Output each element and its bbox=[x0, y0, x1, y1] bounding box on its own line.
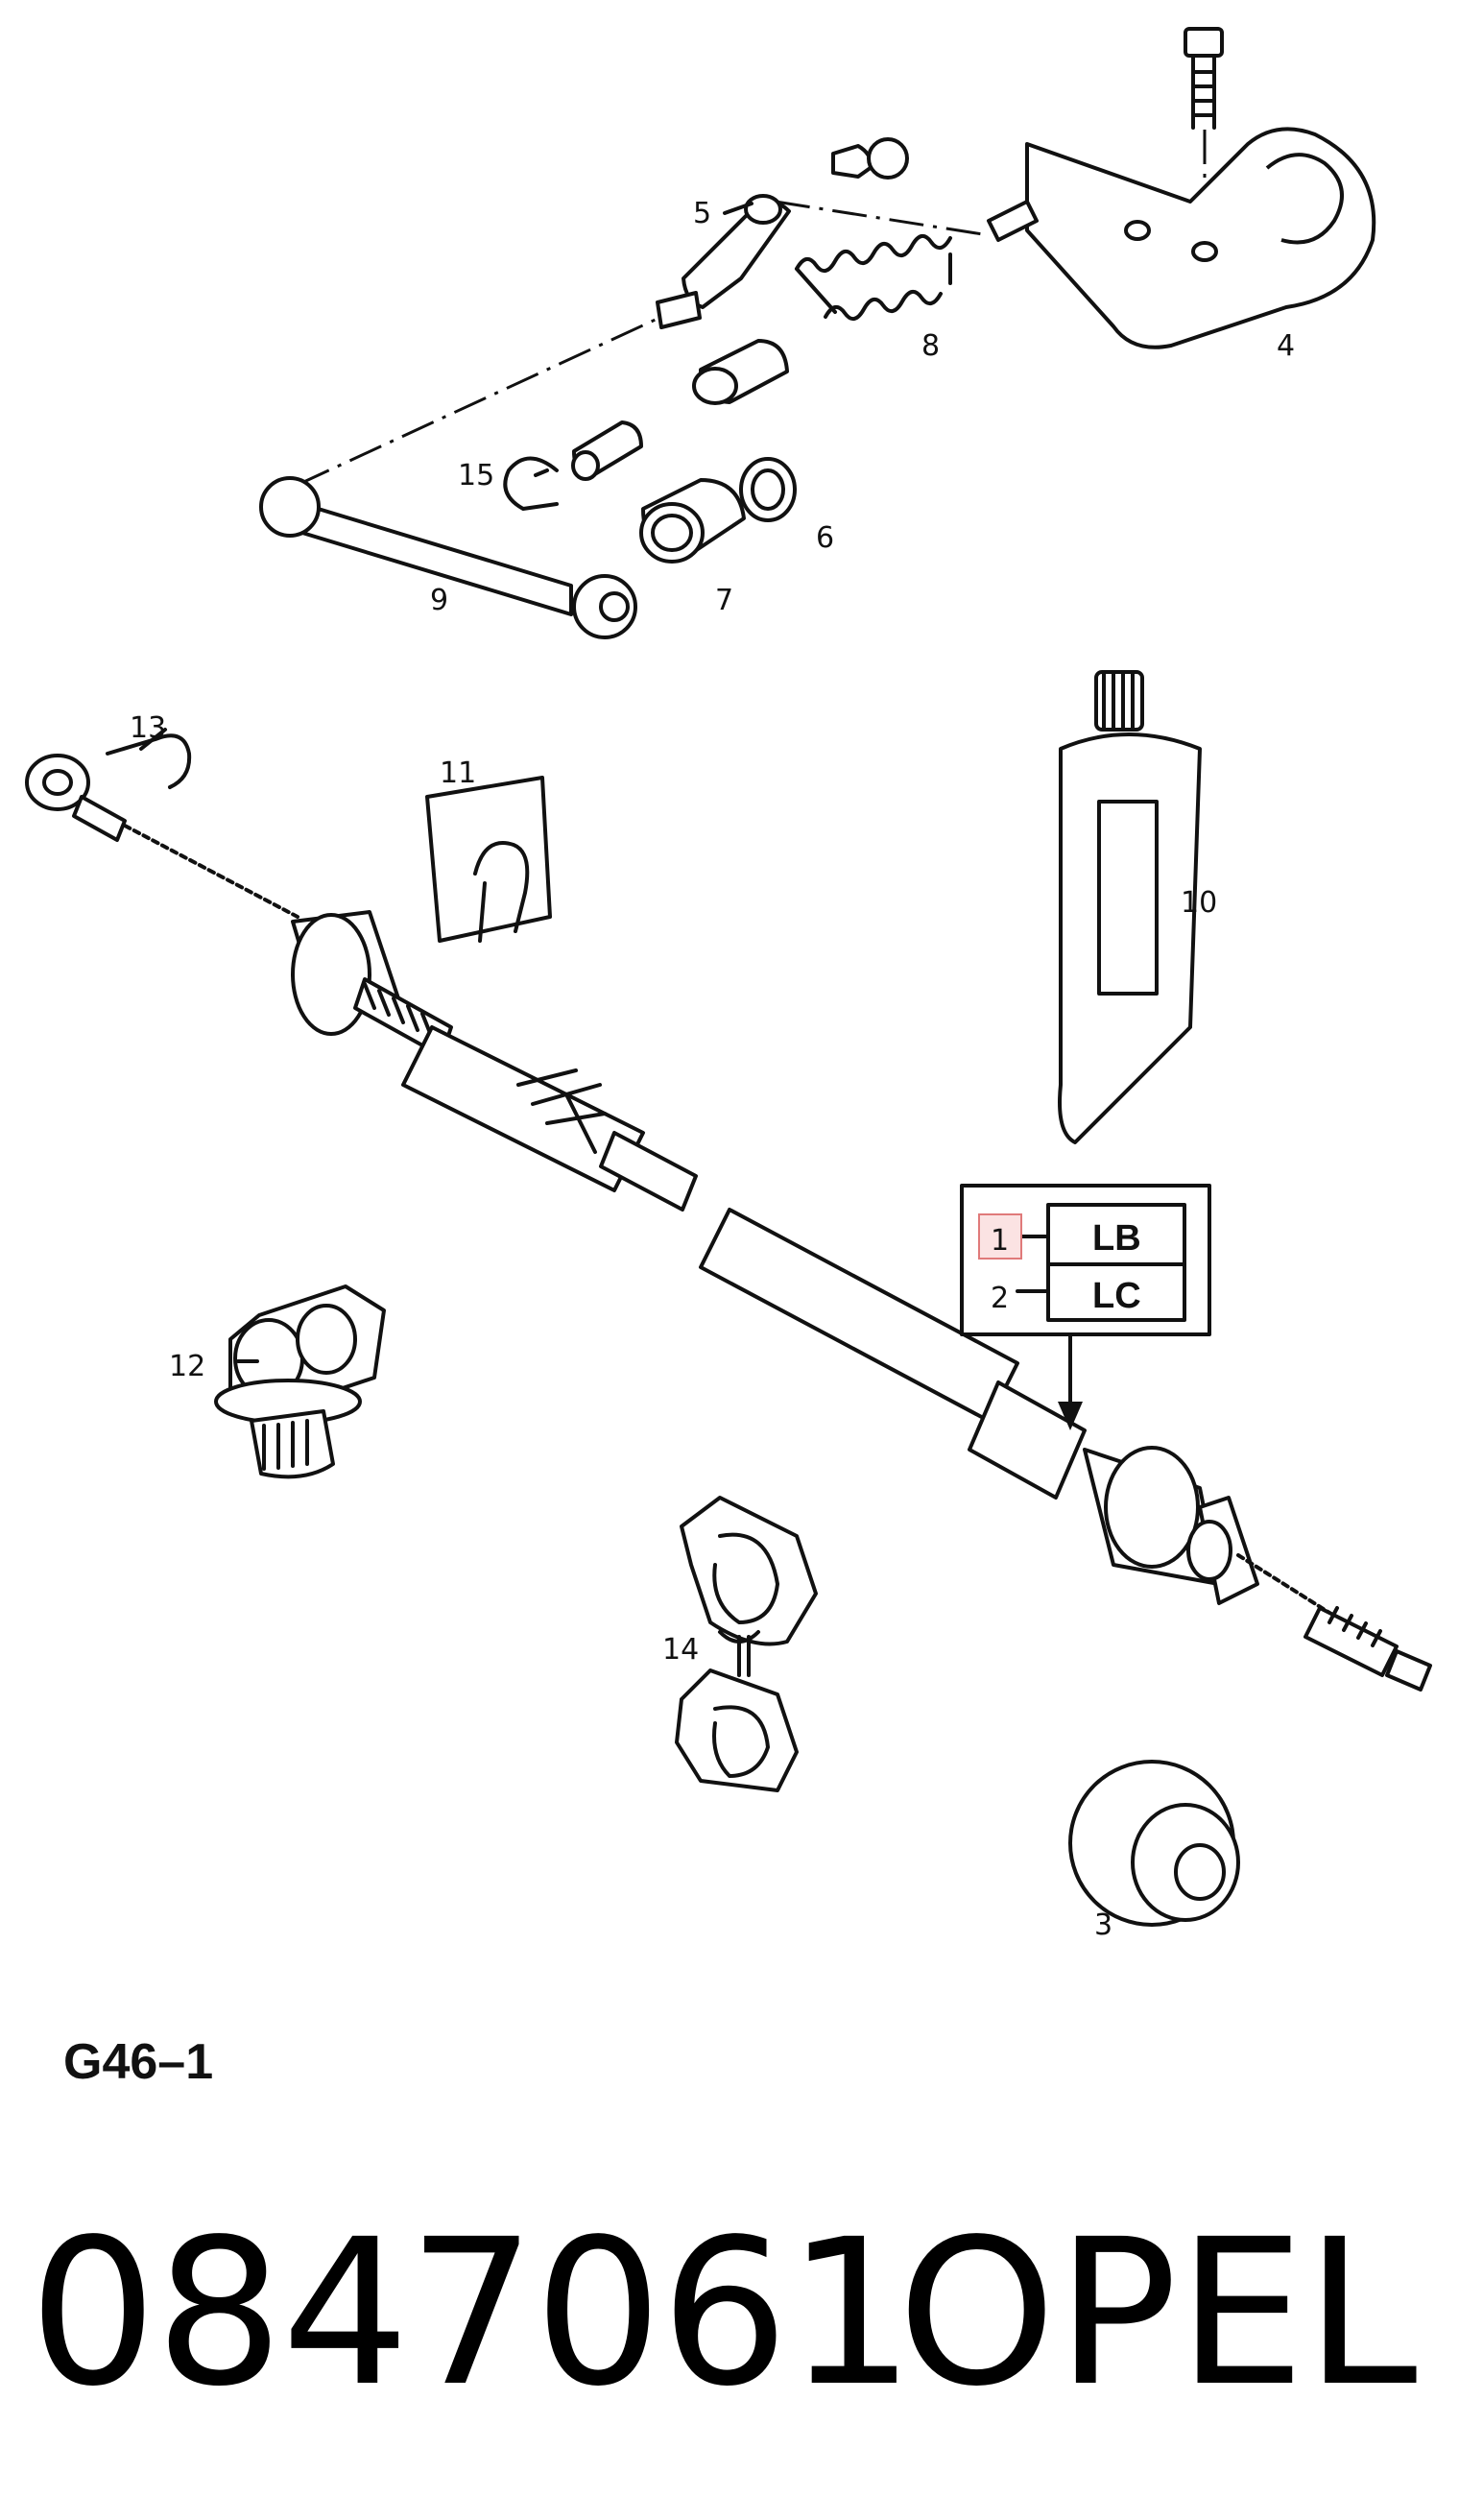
callout-8: 8 bbox=[921, 329, 940, 363]
part-9-link-rod bbox=[259, 476, 637, 639]
leader-5 bbox=[723, 202, 753, 215]
callout-2: 2 bbox=[991, 1282, 1009, 1315]
callout-9: 9 bbox=[430, 584, 448, 617]
cable-assembly bbox=[25, 754, 1432, 1692]
callout-11: 11 bbox=[440, 756, 476, 790]
variant-row-1: LB bbox=[1092, 1218, 1141, 1259]
callout-14: 14 bbox=[662, 1633, 699, 1667]
part-10-grease-tube bbox=[1058, 670, 1202, 1144]
arrow-head bbox=[1058, 1402, 1083, 1430]
part-15-circlip bbox=[503, 456, 559, 511]
linkage-axis-line bbox=[297, 310, 673, 487]
callout-6: 6 bbox=[816, 521, 834, 555]
part-13-spring-clip bbox=[106, 733, 192, 789]
callout-15: 15 bbox=[458, 459, 494, 492]
figure-code: G46–1 bbox=[63, 2034, 214, 2090]
callout-10: 10 bbox=[1181, 886, 1217, 920]
bolt-axis-line bbox=[775, 200, 990, 237]
part-14-clips bbox=[675, 1496, 818, 1792]
callout-7: 7 bbox=[715, 584, 733, 617]
part-5-lever-ball-pin bbox=[656, 137, 909, 329]
part-4-bracket bbox=[987, 27, 1376, 349]
part-11-retaining-plate bbox=[425, 776, 552, 943]
variant-table bbox=[960, 1184, 1211, 1430]
part-12-cable-clip bbox=[214, 1284, 386, 1479]
part-6-7-bushes bbox=[571, 339, 797, 564]
callout-1: 1 bbox=[991, 1224, 1009, 1258]
brand-name: OPEL bbox=[897, 2196, 1418, 2431]
callout-12: 12 bbox=[169, 1350, 205, 1383]
callout-5: 5 bbox=[693, 197, 711, 230]
callout-4: 4 bbox=[1277, 329, 1295, 363]
callout-13: 13 bbox=[130, 711, 166, 745]
callout-3: 3 bbox=[1094, 1908, 1112, 1942]
leader-13 bbox=[139, 728, 167, 751]
variant-row-2: LC bbox=[1092, 1276, 1141, 1316]
part-number: 0847061 bbox=[29, 2196, 915, 2431]
part-8-spring bbox=[795, 234, 952, 321]
part-3-grommet bbox=[1068, 1760, 1240, 1927]
leader-15 bbox=[534, 468, 549, 477]
callout-1-highlight bbox=[978, 1213, 1022, 1260]
